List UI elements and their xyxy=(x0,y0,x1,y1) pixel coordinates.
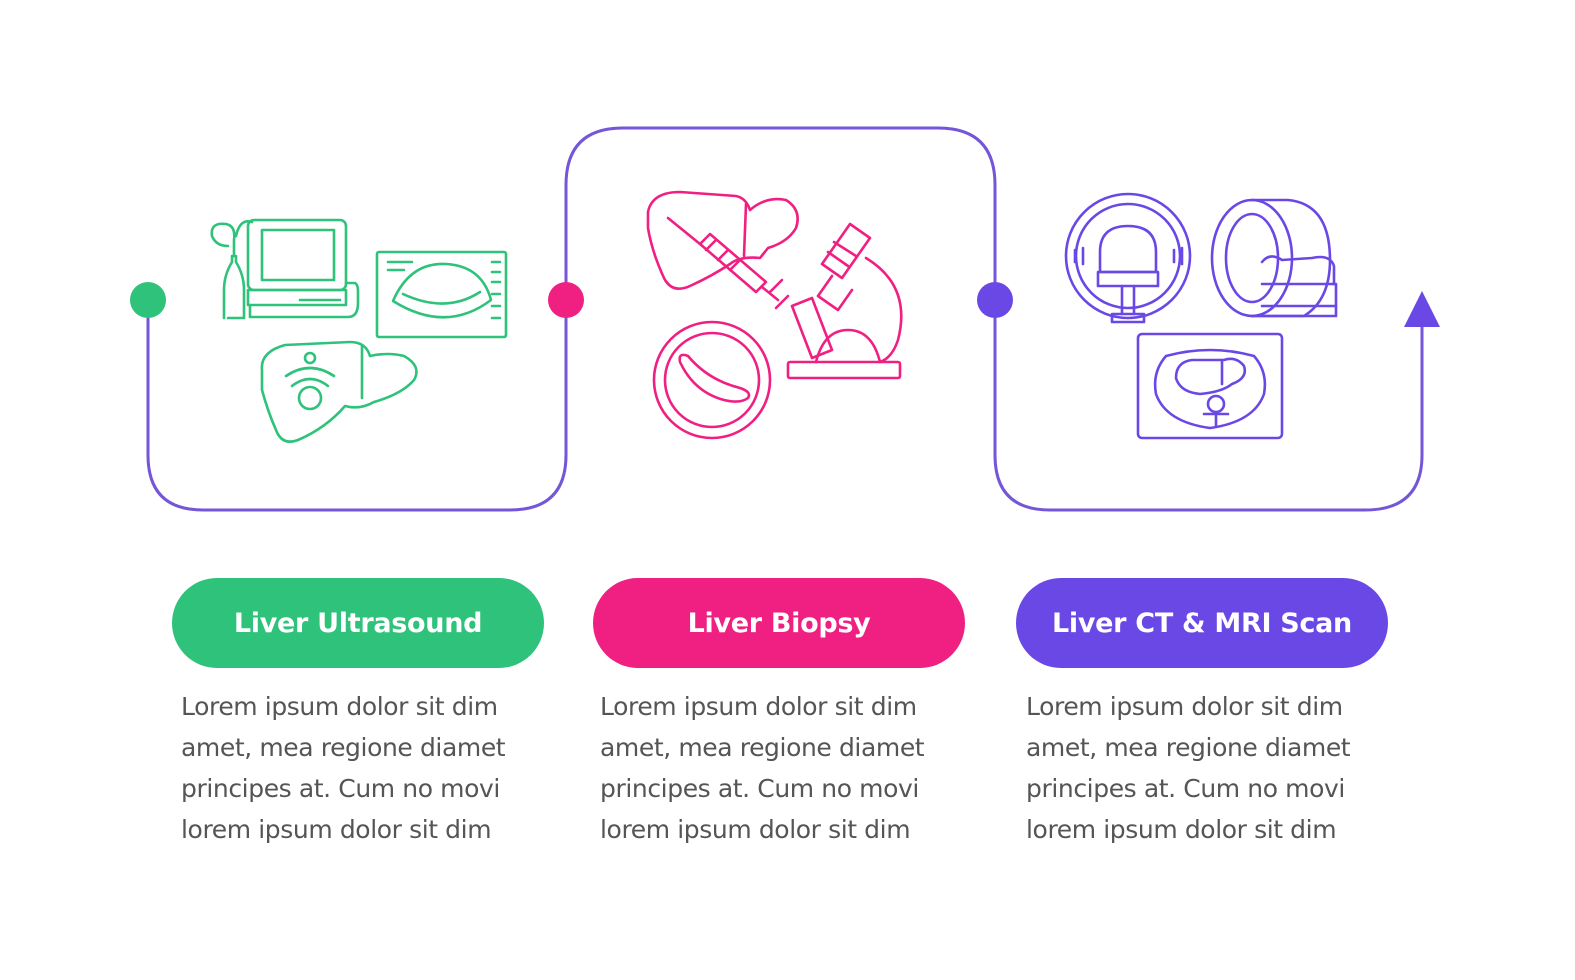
description-line: principes at. Cum no movi xyxy=(181,774,500,803)
description-line: amet, mea regione diamet xyxy=(1026,733,1351,762)
description-line: principes at. Cum no movi xyxy=(1026,774,1345,803)
step-3-description: Lorem ipsum dolor sit dim amet, mea regi… xyxy=(1026,686,1416,850)
liver-biopsy-icon xyxy=(646,190,903,440)
step-2-description: Lorem ipsum dolor sit dim amet, mea regi… xyxy=(600,686,990,850)
step-dot-1 xyxy=(130,282,166,318)
timeline-path xyxy=(146,126,1424,512)
step-1-description: Lorem ipsum dolor sit dim amet, mea regi… xyxy=(181,686,571,850)
step-dot-3 xyxy=(977,282,1013,318)
description-line: lorem ipsum dolor sit dim xyxy=(1026,815,1337,844)
description-line: Lorem ipsum dolor sit dim xyxy=(181,692,498,721)
description-line: lorem ipsum dolor sit dim xyxy=(181,815,492,844)
arrow-head-icon xyxy=(1404,291,1440,327)
liver-ultrasound-icon xyxy=(210,218,508,443)
step-2-label: Liver Biopsy xyxy=(593,578,965,668)
step-dot-2 xyxy=(548,282,584,318)
description-line: principes at. Cum no movi xyxy=(600,774,919,803)
description-line: lorem ipsum dolor sit dim xyxy=(600,815,911,844)
description-line: Lorem ipsum dolor sit dim xyxy=(1026,692,1343,721)
description-line: Lorem ipsum dolor sit dim xyxy=(600,692,917,721)
description-line: amet, mea regione diamet xyxy=(600,733,925,762)
ct-mri-scan-icon xyxy=(1064,192,1338,440)
description-line: amet, mea regione diamet xyxy=(181,733,506,762)
step-1-label: Liver Ultrasound xyxy=(172,578,544,668)
step-3-label: Liver CT & MRI Scan xyxy=(1016,578,1388,668)
